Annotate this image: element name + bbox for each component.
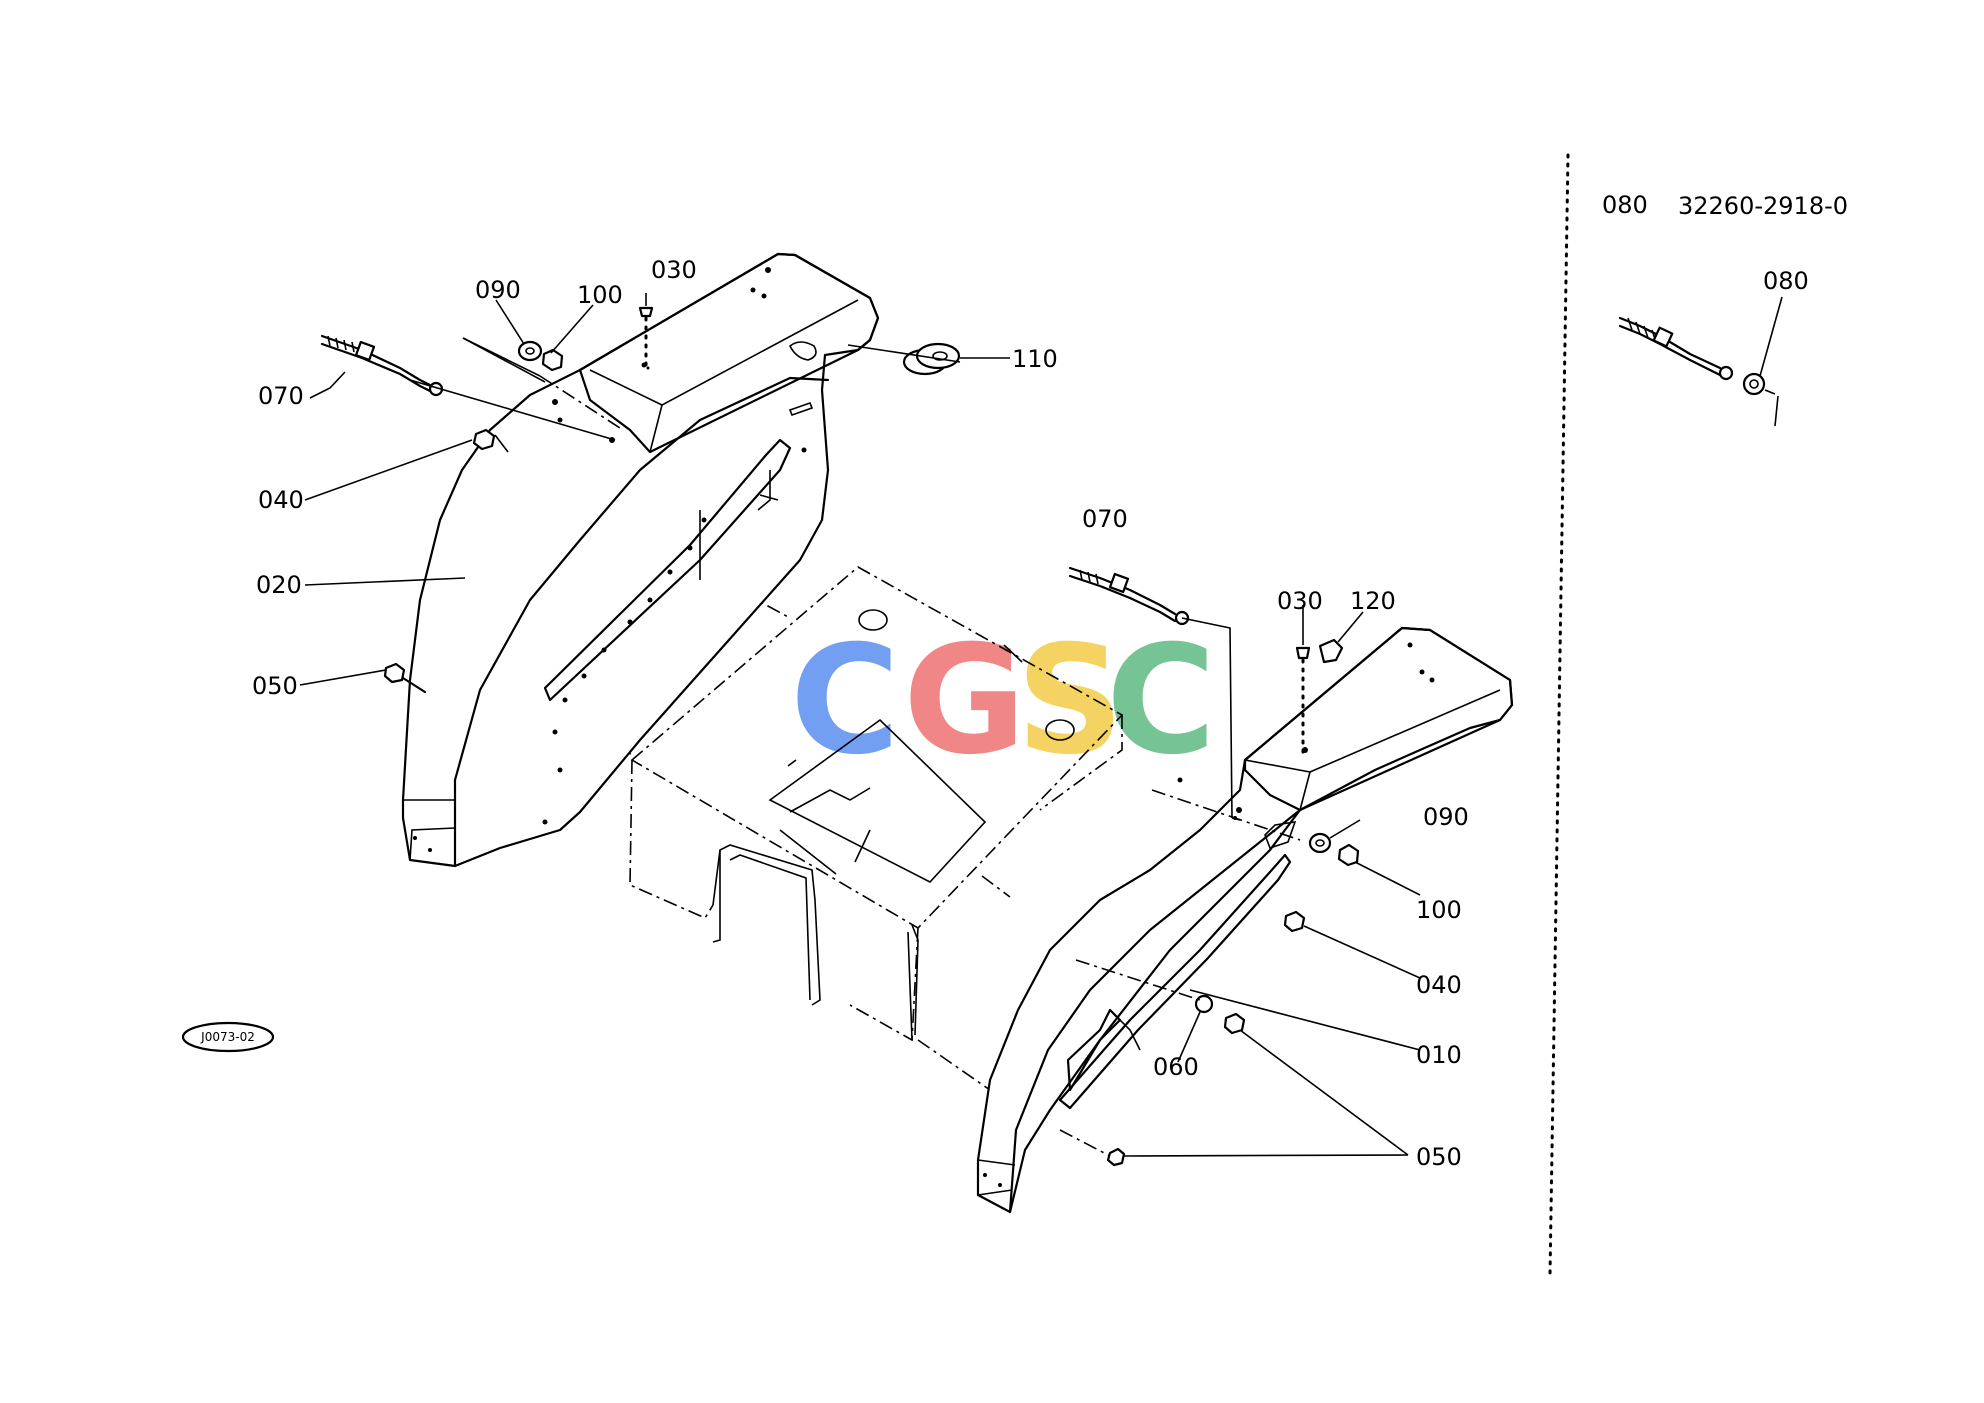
washer-090-nut-100-left bbox=[517, 340, 564, 372]
callout-090-left: 090 bbox=[475, 276, 521, 304]
nut-040-left bbox=[472, 428, 496, 451]
watermark-letter-c2: C bbox=[1106, 614, 1216, 788]
callout-100-left: 100 bbox=[577, 281, 623, 309]
callout-040-right: 040 bbox=[1416, 971, 1462, 999]
washer-090-nut-100-right bbox=[1308, 832, 1360, 867]
callout-100-right: 100 bbox=[1416, 896, 1462, 924]
watermark-letter-c1: C bbox=[790, 614, 900, 788]
callout-010: 010 bbox=[1416, 1041, 1462, 1069]
right-fender bbox=[976, 626, 1514, 1214]
cable-070-right bbox=[1068, 566, 1190, 626]
washer-060-bolts-050-right bbox=[1106, 994, 1246, 1167]
diagram-code: J0073-02 bbox=[200, 1030, 255, 1044]
callout-040-left: 040 bbox=[258, 486, 304, 514]
left-fender-020 bbox=[401, 252, 880, 868]
inset-header-ref: 080 bbox=[1602, 191, 1648, 219]
nut-040-right bbox=[1283, 910, 1306, 933]
inset-080: 080 32260-2918-0 080 bbox=[1602, 191, 1848, 427]
callout-050-left: 050 bbox=[252, 672, 298, 700]
callout-030-left: 030 bbox=[651, 256, 697, 284]
cgsc-watermark: C G S C bbox=[790, 614, 1216, 788]
callout-060: 060 bbox=[1153, 1053, 1199, 1081]
callout-070-right: 070 bbox=[1082, 505, 1128, 533]
cable-070-left bbox=[320, 334, 444, 397]
callout-120: 120 bbox=[1350, 587, 1396, 615]
watermark-letter-g: G bbox=[903, 614, 1026, 788]
platform-010 bbox=[571, 566, 1124, 1091]
inset-part-number: 32260-2918-0 bbox=[1678, 192, 1848, 220]
bolt-030-left bbox=[638, 306, 654, 318]
plug-120 bbox=[1318, 638, 1344, 664]
callout-050-right: 050 bbox=[1416, 1143, 1462, 1171]
bolt-050-left bbox=[383, 662, 427, 694]
inset-callout-080: 080 bbox=[1763, 267, 1809, 295]
callout-labels: 090 100 030 110 070 040 020 050 070 030 … bbox=[252, 256, 1469, 1171]
diagram-code-badge: J0073-02 bbox=[181, 1021, 275, 1053]
bolt-030-right bbox=[1295, 646, 1311, 660]
callout-090-right: 090 bbox=[1423, 803, 1469, 831]
callout-020: 020 bbox=[256, 571, 302, 599]
watermark-letter-s: S bbox=[1016, 614, 1124, 788]
inset-separator bbox=[1548, 153, 1570, 1277]
callout-110: 110 bbox=[1012, 345, 1058, 373]
callout-030-right: 030 bbox=[1277, 587, 1323, 615]
leader-lines bbox=[299, 293, 1421, 1157]
callout-070-left: 070 bbox=[258, 382, 304, 410]
